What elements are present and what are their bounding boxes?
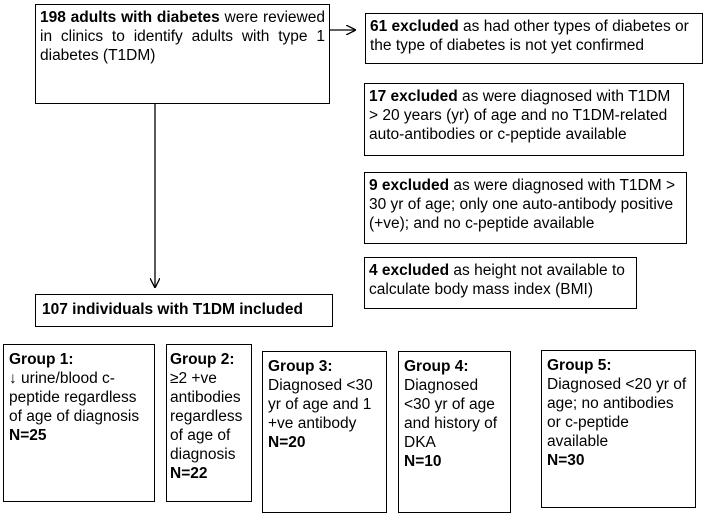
start-count: 198 adults with diabetes	[40, 9, 220, 26]
group-title: Group 3:	[268, 358, 333, 375]
group-box-2: Group 2: ≥2 +ve antibodies regardless of…	[166, 344, 252, 502]
group-title: Group 4:	[404, 358, 469, 375]
group-count: N=22	[170, 465, 208, 482]
group-count: N=10	[404, 453, 442, 470]
exclusion-count: 4 excluded	[369, 262, 450, 279]
start-box: 198 adults with diabetes were reviewed i…	[35, 4, 330, 104]
exclusion-text: as were diagnosed with T1DM > 30 yr of a…	[369, 177, 675, 232]
exclusion-count: 9 excluded	[369, 177, 450, 194]
group-description: Diagnosed <30 yr of age and 1 +ve antibo…	[268, 377, 373, 432]
included-text: 107 individuals with T1DM included	[42, 301, 303, 318]
included-box: 107 individuals with T1DM included	[35, 294, 333, 327]
group-count: N=25	[9, 427, 47, 444]
group-box-5: Group 5: Diagnosed <20 yr of age; no ant…	[541, 350, 696, 508]
exclusion-box-3: 9 excluded as were diagnosed with T1DM >…	[364, 172, 687, 244]
start-text: were reviewed in clinics to identify adu…	[40, 9, 325, 64]
exclusion-box-4: 4 excluded as height not available to ca…	[364, 257, 637, 309]
exclusion-box-2: 17 excluded as were diagnosed with T1DM …	[364, 83, 684, 156]
group-title: Group 2:	[170, 351, 235, 368]
group-title: Group 1:	[9, 351, 74, 368]
group-description: Diagnosed <30 yr of age and history of D…	[404, 377, 498, 451]
group-box-4: Group 4: Diagnosed <30 yr of age and his…	[398, 351, 511, 513]
exclusion-text: as were diagnosed with T1DM > 20 years (…	[369, 88, 671, 143]
group-description: ↓ urine/blood c-peptide regardless of ag…	[9, 370, 140, 425]
exclusion-count: 61 excluded	[370, 18, 459, 35]
exclusion-text: as had other types of diabetes or the ty…	[370, 18, 689, 54]
group-count: N=30	[547, 452, 585, 469]
exclusion-text: as height not available to calculate bod…	[369, 262, 625, 298]
group-box-1: Group 1: ↓ urine/blood c-peptide regardl…	[3, 344, 155, 502]
group-title: Group 5:	[547, 357, 612, 374]
group-count: N=20	[268, 434, 306, 451]
group-box-3: Group 3: Diagnosed <30 yr of age and 1 +…	[262, 351, 387, 513]
exclusion-box-1: 61 excluded as had other types of diabet…	[365, 13, 703, 64]
exclusion-count: 17 excluded	[369, 88, 458, 105]
group-description: Diagnosed <20 yr of age; no antibodies o…	[547, 376, 687, 450]
group-description: ≥2 +ve antibodies regardless of age of d…	[170, 370, 243, 463]
